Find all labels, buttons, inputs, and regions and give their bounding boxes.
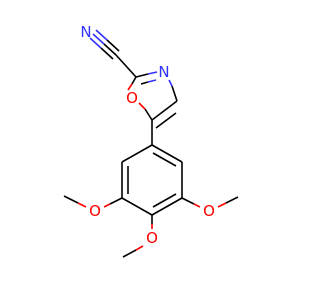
molecule-diagram: N N O O O O [63, 23, 239, 258]
atom-label-methoxy-left-o: O [89, 202, 101, 220]
methoxy-bottom [122, 215, 153, 258]
nitrile-bond [89, 29, 120, 60]
methoxy-left [63, 195, 123, 208]
atom-label-ring-o: O [126, 89, 138, 107]
atom-label-methoxy-right-o: O [203, 202, 215, 220]
oxazole-ring [127, 71, 178, 129]
methoxy-right [181, 196, 239, 208]
structure-canvas: N N O O O O [63, 23, 239, 258]
atom-label-nitrile-n: N [80, 23, 91, 41]
atom-label-methoxy-bottom-o: O [146, 229, 158, 247]
bond-cn-c2 [115, 54, 137, 78]
benzene-ring [121, 144, 183, 216]
atom-label-ring-n: N [158, 63, 169, 81]
